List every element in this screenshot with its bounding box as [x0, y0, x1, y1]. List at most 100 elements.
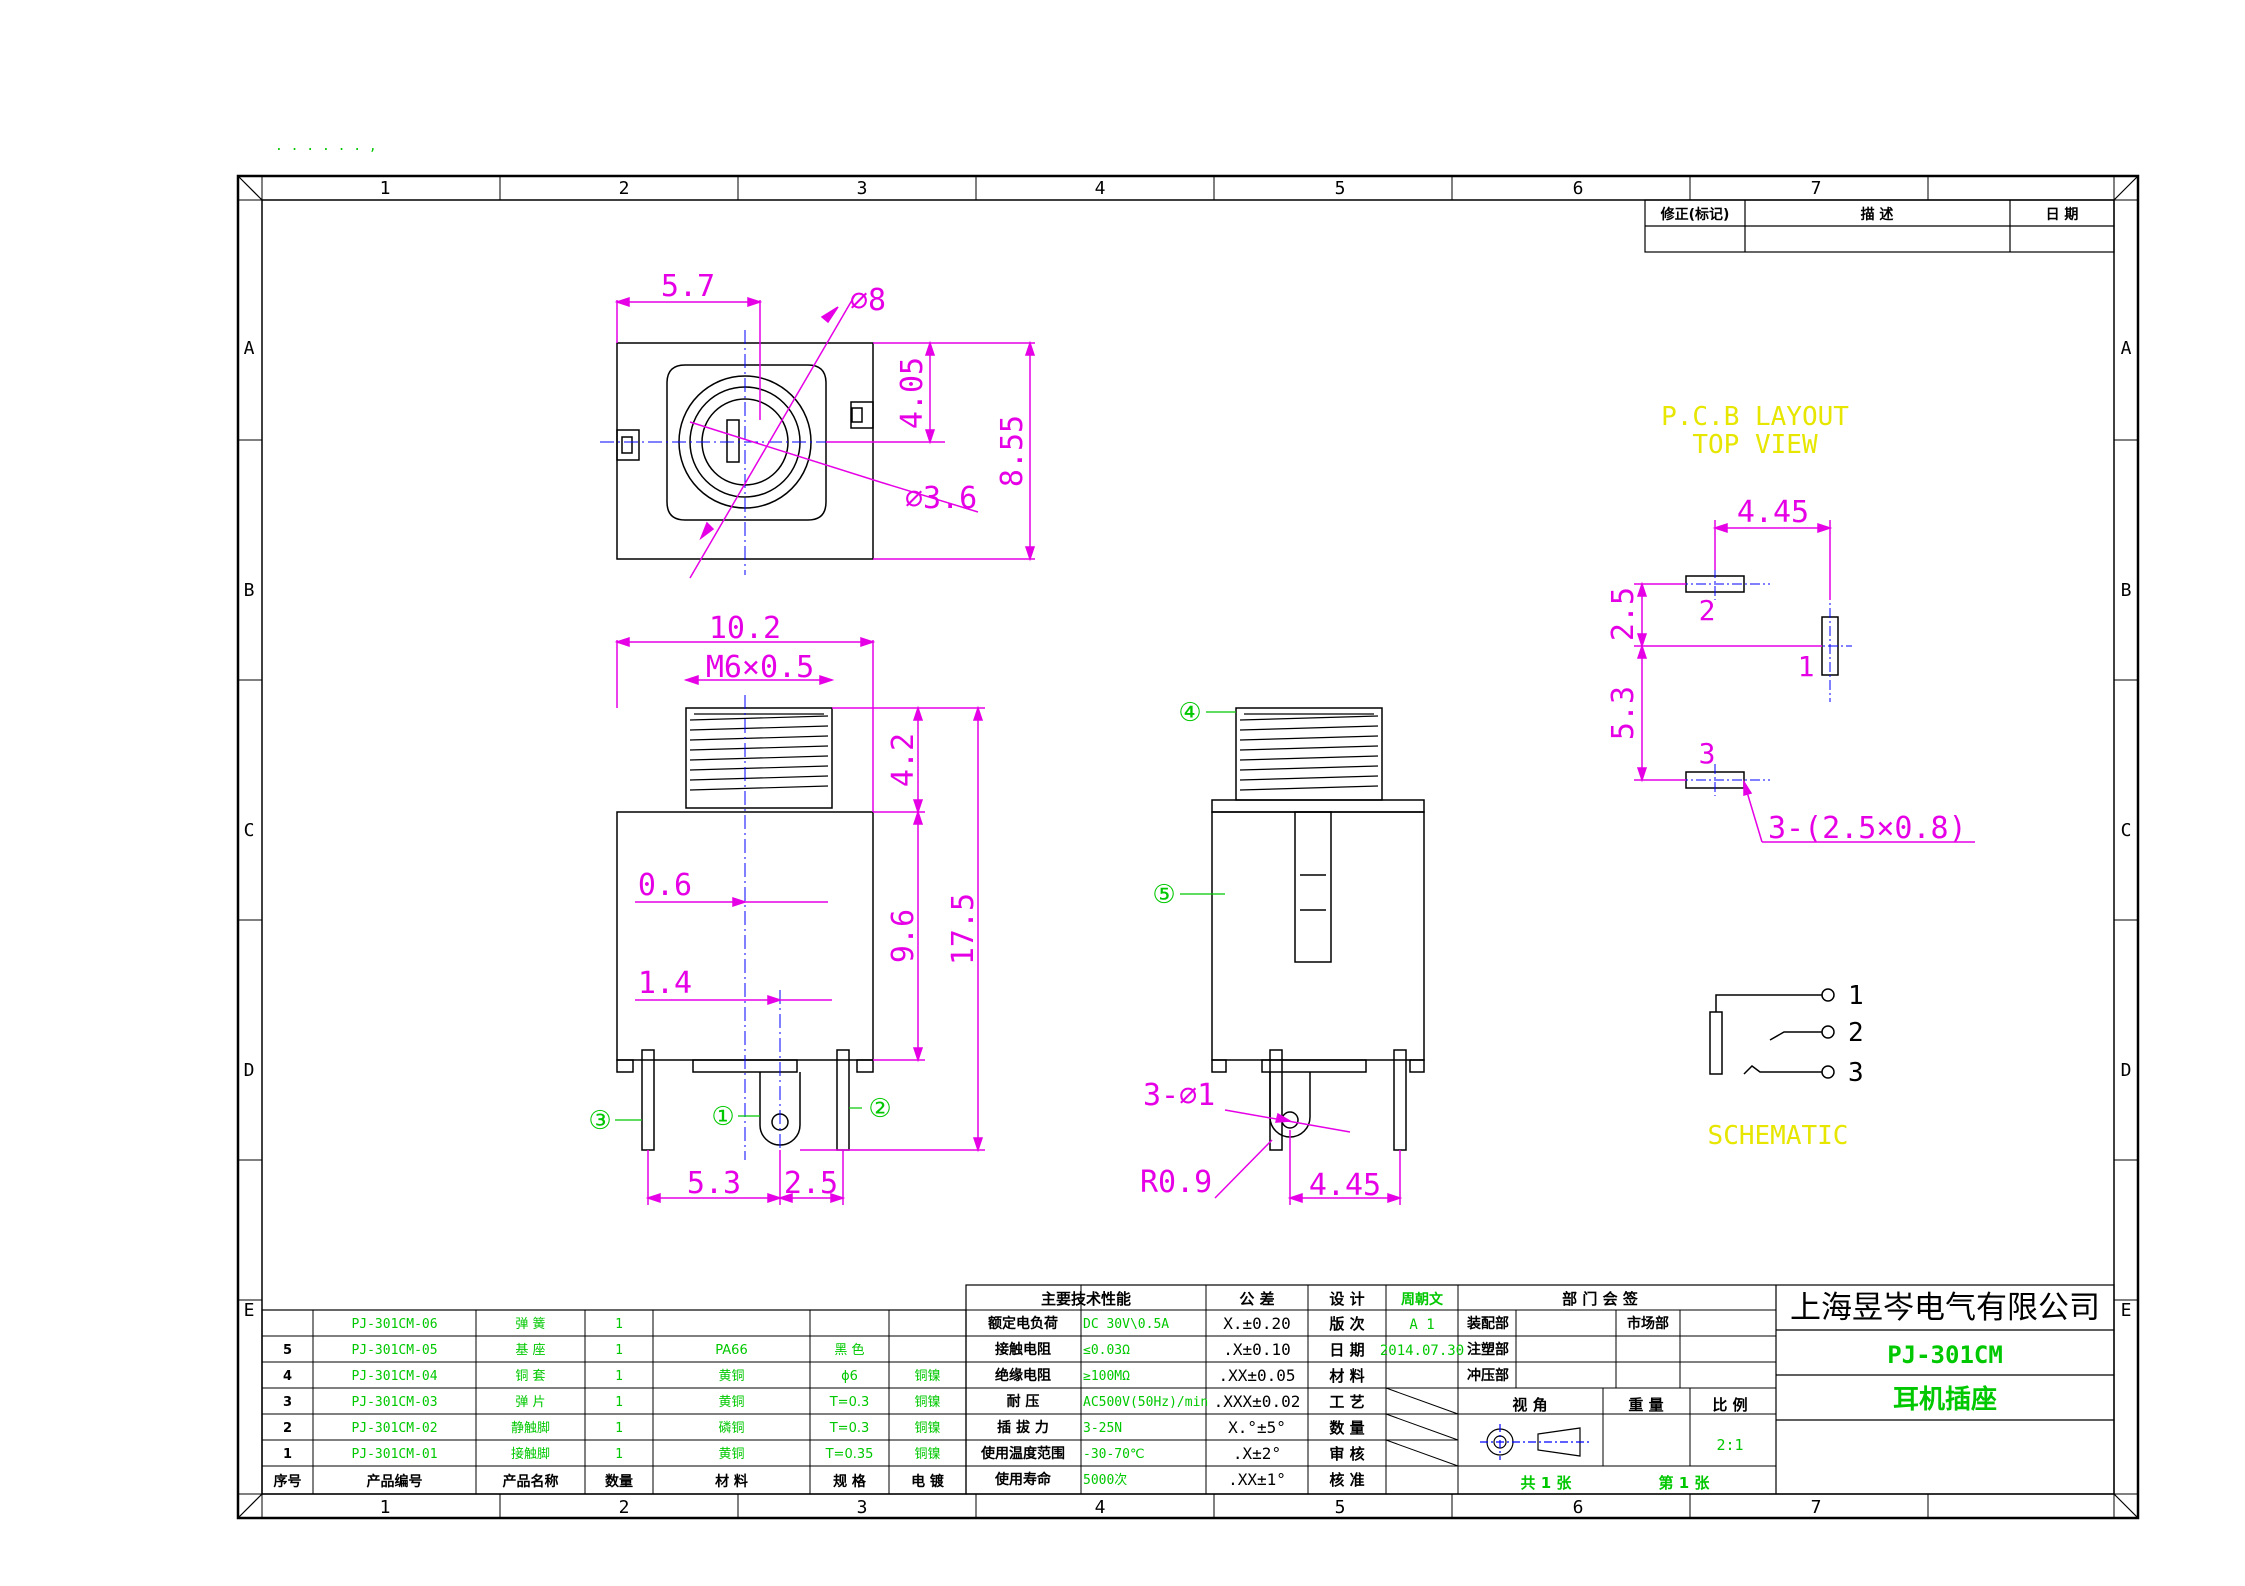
pcb-pin-3-label: 3	[1699, 737, 1716, 770]
grid-row-left-B: B	[244, 580, 255, 601]
parts-row-3-col-6: 铜镍	[914, 1395, 940, 1410]
dim-top-total-height: 8.55	[995, 415, 1030, 487]
top-view: 5.7 ⌀8 ⌀3.6 4.05 8.55	[600, 269, 1036, 579]
parts-header-0: 序号	[274, 1473, 302, 1490]
dept-title: 部 门 会 签	[1562, 1290, 1639, 1308]
revision-mark-header: 修正(标记)	[1660, 206, 1730, 223]
spec-value-3: AC500V(50Hz)/min	[1083, 1395, 1208, 1410]
grid-row-left-E: E	[244, 1300, 255, 1321]
dim-front-pin-53: 5.3	[687, 1166, 741, 1201]
tolerance-1: .X±0.10	[1223, 1340, 1290, 1359]
grid-row-right-E: E	[2121, 1300, 2132, 1321]
tolerance-4: X.°±5°	[1228, 1418, 1286, 1437]
parts-row-2-col-3: 1	[615, 1369, 623, 1384]
schematic-label: SCHEMATIC	[1708, 1121, 1849, 1151]
parts-row-5-col-4: 黄铜	[718, 1447, 744, 1462]
grid-col-bottom-1: 1	[380, 1497, 391, 1518]
spec-value-5: -30-70℃	[1083, 1447, 1145, 1462]
front-view: 10.2 M6×0.5 0.6 1.4 4.2 9.6 17.5 5.3 2.5…	[588, 611, 985, 1205]
pcb-pin-1-label: 1	[1798, 650, 1815, 683]
parts-row-3-col-0: 3	[283, 1395, 292, 1410]
sign-value-2: 2014.07.30	[1380, 1343, 1464, 1359]
department-table-grid	[1385, 1284, 1776, 1467]
grid-col-top-7: 7	[1811, 178, 1822, 199]
grid-row-left-D: D	[244, 1060, 255, 1081]
parts-row-5-col-1: PJ-301CM-01	[351, 1447, 437, 1462]
dim-front-thread-length: 4.2	[886, 733, 921, 787]
callout-5: ⑤	[1152, 880, 1175, 910]
side-thread-lines	[1239, 713, 1379, 791]
dim-side-radius: R0.9	[1140, 1165, 1212, 1200]
callout-1: ①	[711, 1102, 734, 1132]
grid-col-top-2: 2	[619, 178, 630, 199]
parts-row-1-col-0: 5	[283, 1343, 292, 1358]
frame-grid-ticks	[238, 176, 2138, 1518]
front-thread-lines	[689, 713, 829, 791]
parts-row-1-col-3: 1	[615, 1343, 623, 1358]
spec-value-2: ≥100MΩ	[1083, 1369, 1130, 1384]
grid-col-bottom-2: 2	[619, 1497, 630, 1518]
weight-label: 重 量	[1628, 1396, 1663, 1414]
parts-header-5: 规 格	[833, 1473, 867, 1490]
sign-label-3: 材 料	[1329, 1367, 1364, 1385]
pcb-dim-53: 5.3	[1606, 686, 1641, 740]
dim-front-offset-14: 1.4	[638, 966, 692, 1001]
grid-row-right-A: A	[2121, 338, 2132, 359]
header-scribble: . . . . . . ,	[275, 139, 377, 154]
revision-description-header: 描 述	[1861, 206, 1894, 223]
spec-label-6: 使用寿命	[994, 1471, 1052, 1488]
tolerance-2: .XX±0.05	[1218, 1366, 1295, 1385]
grid-col-top-4: 4	[1095, 178, 1106, 199]
parts-row-2-col-0: 4	[283, 1369, 292, 1384]
parts-row-1-col-5: 黑 色	[834, 1342, 864, 1358]
sign-label-2: 日 期	[1329, 1341, 1364, 1359]
part-name: 耳机插座	[1893, 1384, 1997, 1415]
tolerance-title: 公 差	[1239, 1290, 1274, 1308]
callout-3: ③	[588, 1106, 611, 1136]
spec-label-1: 接触电阻	[995, 1341, 1051, 1358]
sign-label-4: 工 艺	[1329, 1393, 1364, 1411]
spec-title: 主要技术性能	[1041, 1290, 1131, 1308]
parts-row-5-col-3: 1	[615, 1447, 623, 1462]
sign-label-5: 数 量	[1329, 1419, 1364, 1437]
scale-label: 比 例	[1712, 1396, 1747, 1414]
parts-row-2-col-6: 铜镍	[914, 1369, 940, 1384]
parts-row-0-col-2: 弹 簧	[515, 1316, 545, 1332]
spec-label-5: 使用温度范围	[980, 1445, 1065, 1462]
grid-col-bottom-4: 4	[1095, 1497, 1106, 1518]
parts-row-5-col-0: 1	[283, 1447, 292, 1462]
sign-value-1: A 1	[1409, 1317, 1434, 1333]
parts-table-grid	[261, 1309, 967, 1495]
parts-header-1: 产品编号	[367, 1473, 423, 1490]
callout-2: ②	[868, 1094, 891, 1124]
pcb-dim-25: 2.5	[1606, 587, 1641, 641]
spec-label-3: 耐 压	[1007, 1393, 1040, 1410]
pcb-title-line2: TOP VIEW	[1692, 430, 1818, 460]
parts-row-2-col-4: 黄铜	[718, 1369, 744, 1384]
dept-stamping: 冲压部	[1467, 1367, 1509, 1384]
sheet-number: 第 1 张	[1659, 1474, 1711, 1492]
dim-front-width: 10.2	[709, 611, 781, 646]
parts-row-5-col-6: 铜镍	[914, 1447, 940, 1462]
tolerance-6: .XX±1°	[1228, 1470, 1286, 1489]
dim-top-outer-diameter: ⌀8	[850, 283, 886, 318]
dim-side-spacing: 4.45	[1309, 1168, 1381, 1203]
grid-row-right-D: D	[2121, 1060, 2132, 1081]
scale-value: 2:1	[1716, 1436, 1743, 1454]
parts-row-5-col-5: T=0.35	[825, 1447, 874, 1462]
dim-front-offset-06: 0.6	[638, 868, 692, 903]
grid-col-bottom-5: 5	[1335, 1497, 1346, 1518]
dim-top-center-height: 4.05	[895, 357, 930, 429]
tolerance-3: .XXX±0.02	[1214, 1392, 1301, 1411]
tolerance-5: .X±2°	[1233, 1444, 1281, 1463]
grid-col-bottom-6: 6	[1573, 1497, 1584, 1518]
schematic-pin-2: 2	[1848, 1018, 1864, 1048]
projection-symbol	[1480, 1424, 1590, 1460]
dim-front-body-height: 9.6	[886, 909, 921, 963]
parts-row-4-col-5: T=0.3	[829, 1421, 870, 1436]
spec-table-grid	[966, 1284, 1459, 1495]
